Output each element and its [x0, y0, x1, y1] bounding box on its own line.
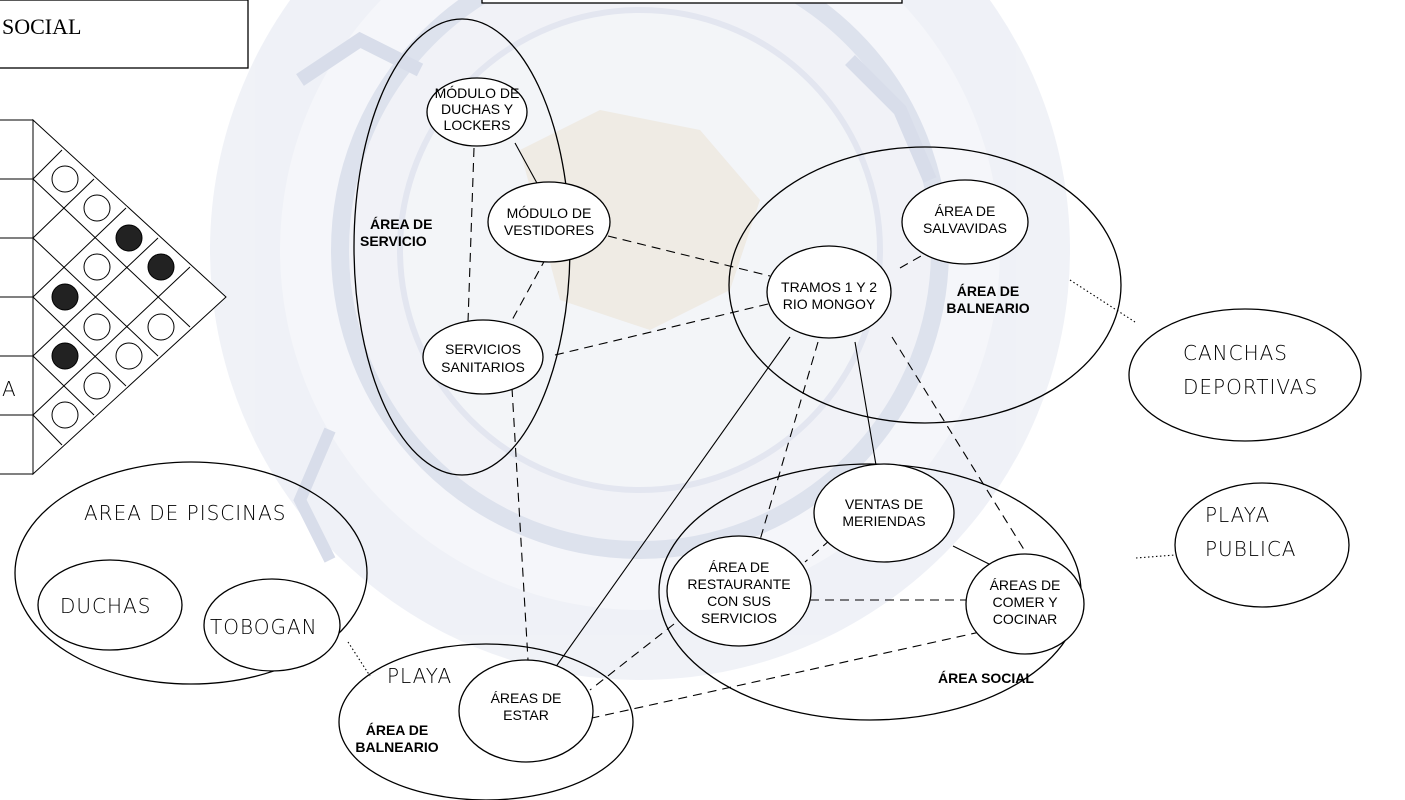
svg-text:PLAYA: PLAYA	[1205, 503, 1270, 527]
svg-text:VESTIDORES: VESTIDORES	[504, 222, 594, 238]
top-frame	[481, 0, 903, 4]
zone-label-social: ÁREA SOCIAL	[938, 670, 1034, 686]
svg-text:DEPORTIVAS: DEPORTIVAS	[1183, 375, 1318, 399]
svg-text:ÁREA DE: ÁREA DE	[366, 722, 429, 738]
svg-text:ÁREAS DE: ÁREAS DE	[990, 577, 1061, 593]
svg-text:RESTAURANTE: RESTAURANTE	[687, 576, 790, 592]
svg-text:ÁREA DE: ÁREA DE	[709, 559, 770, 575]
svg-text:MÓDULO DE: MÓDULO DE	[507, 205, 592, 221]
svg-text:SERVICIOS: SERVICIOS	[445, 341, 521, 357]
node-modulo-duchas: MÓDULO DE DUCHAS Y LOCKERS	[426, 77, 528, 147]
header-box: SOCIAL	[0, 0, 249, 69]
svg-text:PLAYA: PLAYA	[387, 664, 452, 688]
label-playa: PLAYA	[387, 664, 452, 688]
zone-label-balneario-bottom: ÁREA DE BALNEARIO	[355, 722, 438, 755]
node-modulo-vestidores: MÓDULO DE VESTIDORES	[487, 181, 611, 263]
svg-text:CON SUS: CON SUS	[707, 593, 771, 609]
relation-matrix: A	[0, 118, 227, 476]
node-areas-estar: ÁREAS DE ESTAR	[458, 659, 594, 763]
svg-text:DUCHAS: DUCHAS	[60, 594, 151, 618]
svg-text:COCINAR: COCINAR	[993, 611, 1058, 627]
svg-text:AREA DE PISCINAS: AREA DE PISCINAS	[84, 501, 287, 525]
svg-text:ÁREA SOCIAL: ÁREA SOCIAL	[938, 670, 1034, 686]
node-ventas-meriendas: VENTAS DE MERIENDAS	[813, 463, 955, 563]
node-duchas: DUCHAS	[37, 559, 183, 651]
zone-label-balneario-top: ÁREA DE BALNEARIO	[946, 283, 1029, 316]
svg-text:TOBOGAN: TOBOGAN	[210, 615, 318, 639]
svg-text:BALNEARIO: BALNEARIO	[946, 300, 1029, 316]
svg-text:COMER Y: COMER Y	[992, 594, 1058, 610]
watermark-seal	[210, 0, 1070, 680]
svg-text:MÓDULO DE: MÓDULO DE	[435, 85, 520, 101]
svg-text:BALNEARIO: BALNEARIO	[355, 739, 438, 755]
svg-text:LOCKERS: LOCKERS	[444, 117, 511, 133]
svg-text:ESTAR: ESTAR	[503, 707, 549, 723]
zone-balneario-bottom	[338, 643, 634, 800]
social-label: SOCIAL	[2, 14, 81, 39]
svg-text:ÁREAS DE: ÁREAS DE	[491, 690, 562, 706]
zone-piscinas	[14, 461, 368, 685]
node-tobogan: TOBOGAN	[203, 578, 341, 672]
svg-text:VENTAS DE: VENTAS DE	[845, 496, 923, 512]
svg-text:SALVAVIDAS: SALVAVIDAS	[923, 220, 1007, 236]
zone-balneario-top	[728, 146, 1122, 424]
node-areas-comer: ÁREAS DE COMER Y COCINAR	[965, 553, 1085, 655]
svg-text:SANITARIOS: SANITARIOS	[441, 359, 525, 375]
svg-text:SERVICIO: SERVICIO	[360, 233, 427, 249]
svg-text:PUBLICA: PUBLICA	[1205, 537, 1296, 561]
svg-text:CANCHAS: CANCHAS	[1183, 341, 1288, 365]
svg-text:ÁREA DE: ÁREA DE	[370, 216, 433, 232]
node-playa-publica: PLAYA PUBLICA	[1174, 482, 1350, 608]
svg-text:RIO MONGOY: RIO MONGOY	[783, 296, 876, 312]
node-area-restaurante: ÁREA DE RESTAURANTE CON SUS SERVICIOS	[666, 535, 812, 647]
node-area-piscinas: AREA DE PISCINAS	[84, 501, 287, 525]
svg-text:ÁREA DE: ÁREA DE	[935, 203, 996, 219]
svg-text:ÁREA DE: ÁREA DE	[957, 283, 1020, 299]
svg-text:SERVICIOS: SERVICIOS	[701, 610, 777, 626]
svg-text:DUCHAS Y: DUCHAS Y	[441, 101, 514, 117]
zone-label-servicio: ÁREA DE SERVICIO	[360, 216, 433, 249]
node-tramos: TRAMOS 1 Y 2 RIO MONGOY	[766, 245, 892, 339]
node-canchas: CANCHAS DEPORTIVAS	[1128, 308, 1362, 442]
svg-text:MERIENDAS: MERIENDAS	[842, 513, 925, 529]
node-area-salvavidas: ÁREA DE SALVAVIDAS	[901, 179, 1029, 265]
matrix-stray-letter: A	[2, 377, 17, 401]
node-servicios-sanitarios: SERVICIOS SANITARIOS	[422, 319, 544, 395]
svg-text:TRAMOS 1 Y 2: TRAMOS 1 Y 2	[781, 279, 877, 295]
